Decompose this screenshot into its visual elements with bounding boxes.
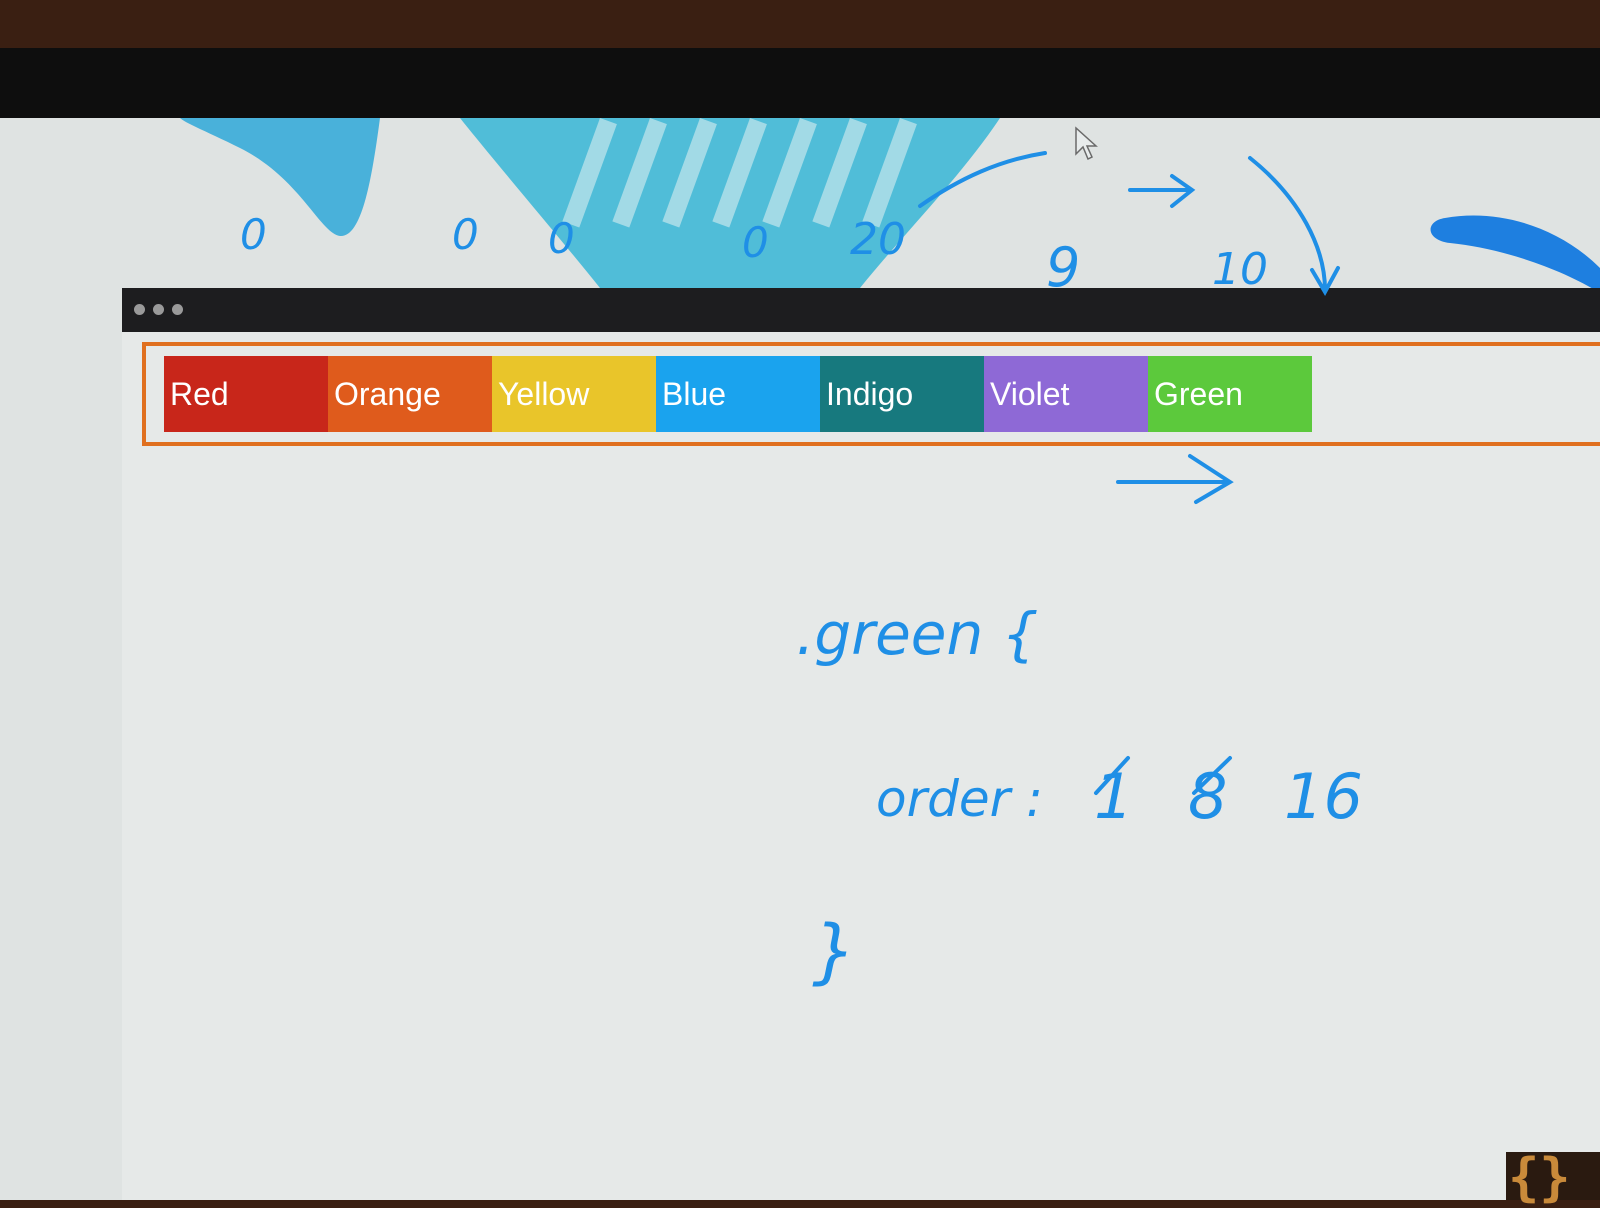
flex-item-label: Orange (334, 375, 441, 412)
window-controls (134, 304, 183, 315)
order-value-violet: 9 (1046, 236, 1081, 299)
handwritten-closing-brace: } (812, 910, 857, 992)
flex-item-label: Red (170, 375, 229, 412)
maximize-window-dot[interactable] (172, 304, 183, 315)
flex-item-label: Green (1154, 375, 1243, 412)
order-value-red: 0 (240, 210, 267, 259)
handwritten-property: order : (876, 770, 1043, 828)
screen: Red Orange Yellow Blue Indigo Violet Gre… (0, 118, 1600, 1200)
order-value-yellow-2: 0 (548, 214, 575, 263)
flex-container: Red Orange Yellow Blue Indigo Violet Gre… (142, 342, 1600, 446)
logo-corner (1506, 1152, 1600, 1200)
decorative-background-shapes (180, 118, 1600, 293)
minimize-window-dot[interactable] (153, 304, 164, 315)
close-window-dot[interactable] (134, 304, 145, 315)
flex-item-label: Yellow (498, 375, 590, 412)
handwritten-selector: .green { (796, 600, 1039, 668)
order-value-indigo: 20 (850, 214, 906, 265)
flex-item-blue: Blue (656, 356, 820, 432)
flex-item-green: Green (1148, 356, 1312, 432)
flex-item-label: Indigo (826, 375, 914, 412)
handwritten-struck-value: 8 (1188, 760, 1228, 833)
order-value-yellow: 0 (452, 210, 479, 259)
logo-icon: {} (1508, 1148, 1571, 1208)
page-content: Red Orange Yellow Blue Indigo Violet Gre… (122, 332, 1600, 1200)
flex-item-indigo: Indigo (820, 356, 984, 432)
mouse-cursor-icon (1075, 126, 1098, 161)
handwritten-value: 16 (1284, 760, 1363, 833)
order-value-green: 10 (1212, 244, 1268, 295)
order-value-blue: 0 (742, 218, 769, 267)
flex-item-red: Red (164, 356, 328, 432)
browser-toolbar (122, 288, 1600, 332)
flex-item-label: Violet (990, 375, 1070, 412)
flex-item-label: Blue (662, 375, 727, 412)
flex-item-violet: Violet (984, 356, 1148, 432)
flex-item-orange: Orange (328, 356, 492, 432)
handwritten-struck-value: 1 (1094, 760, 1134, 833)
flex-item-yellow: Yellow (492, 356, 656, 432)
